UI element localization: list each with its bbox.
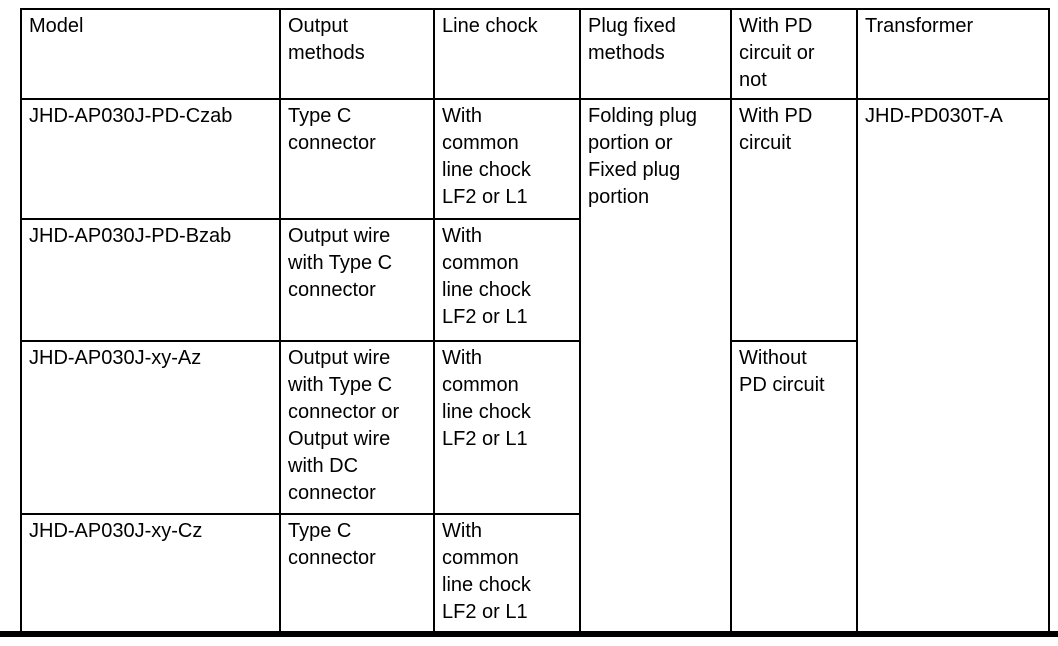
cell-output-methods-row2: Output wire with Type C connector or Out… (279, 340, 435, 515)
col-header-model: Model (20, 8, 281, 100)
cell-output-methods-row3: Type C connector (279, 513, 435, 635)
cell-model-row3: JHD-AP030J-xy-Cz (20, 513, 281, 635)
cell-model-row1: JHD-AP030J-PD-Bzab (20, 218, 281, 342)
table-row: JHD-AP030J-PD-Bzab Output wire with Type… (20, 218, 1049, 342)
col-header-pd-circuit: With PD circuit or not (730, 8, 858, 100)
table-row: JHD-AP030J-PD-Czab Type C connector With… (20, 98, 1050, 635)
table-header-row: Model Output methods Line chock Plug fix… (20, 8, 1050, 100)
cell-model-row2: JHD-AP030J-xy-Az (20, 340, 281, 515)
col-header-output-methods: Output methods (279, 8, 435, 100)
cell-line-chock-row0: With common line chock LF2 or L1 (433, 98, 581, 220)
cell-line-chock-row1: With common line chock LF2 or L1 (433, 218, 581, 342)
cell-line-chock-row3: With common line chock LF2 or L1 (433, 513, 581, 635)
col-header-transformer: Transformer (856, 8, 1050, 100)
bottom-rule-divider (0, 631, 1058, 637)
col-header-plug-fixed-methods: Plug fixed methods (579, 8, 732, 100)
cell-output-methods-row1: Output wire with Type C connector (279, 218, 435, 342)
cell-without-pd-circuit-merged: Without PD circuit (730, 340, 858, 635)
cell-output-methods-row0: Type C connector (279, 98, 435, 220)
cell-line-chock-row2: With common line chock LF2 or L1 (433, 340, 581, 515)
cell-model-row0: JHD-AP030J-PD-Czab (20, 98, 281, 220)
spec-table: Model Output methods Line chock Plug fix… (20, 8, 1050, 635)
col-header-line-chock: Line chock (433, 8, 581, 100)
table-row: JHD-AP030J-xy-Cz Type C connector With c… (20, 513, 1049, 635)
cell-transformer-merged: JHD-PD030T-A (856, 98, 1050, 635)
cell-with-pd-circuit-merged: With PD circuit (730, 98, 858, 342)
cell-plug-fixed-methods-merged: Folding plug portion or Fixed plug porti… (579, 98, 732, 635)
